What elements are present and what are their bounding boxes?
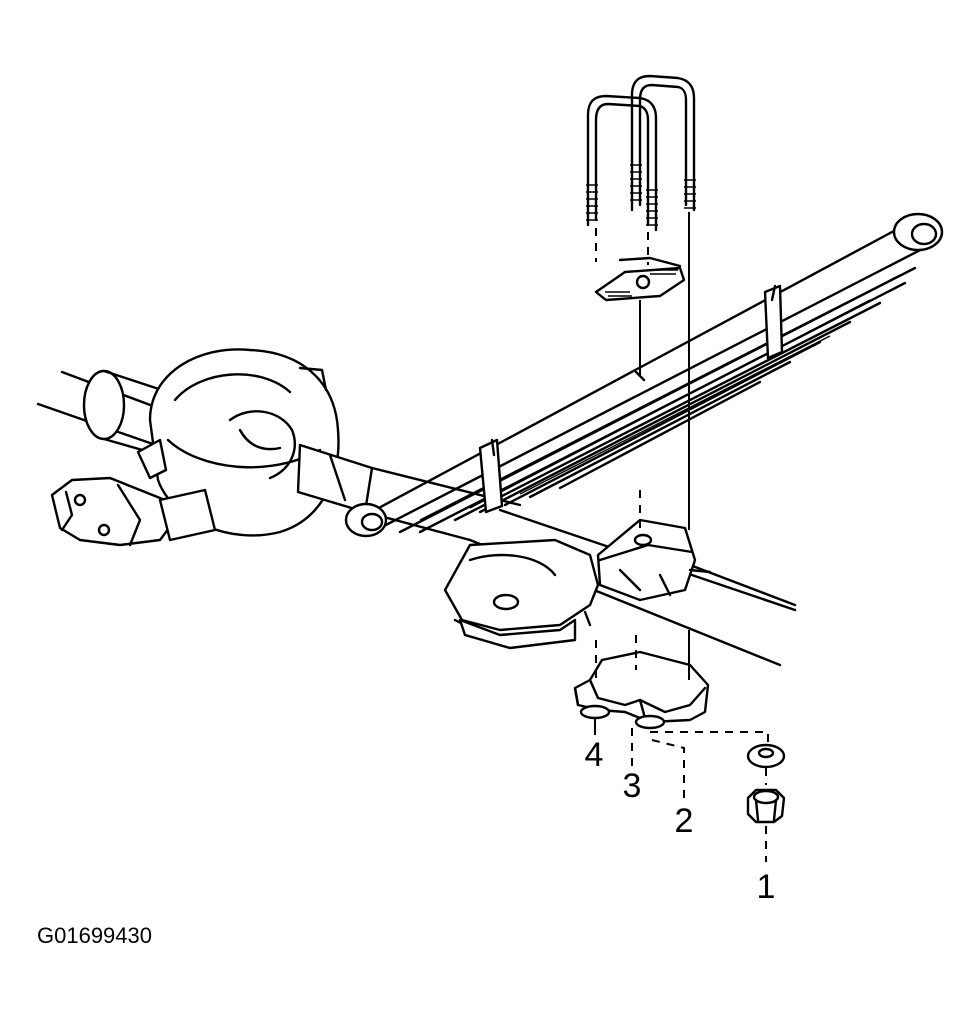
axle-tube-left xyxy=(36,369,187,457)
callout-1: 1 xyxy=(757,868,776,906)
callout-4: 4 xyxy=(585,736,604,774)
lower-u-bolt-plate xyxy=(573,650,710,730)
pinion-yoke xyxy=(50,476,217,547)
leaf-spring-pack xyxy=(344,212,944,538)
assembly-centerlines xyxy=(594,212,769,862)
u-bolts xyxy=(586,74,696,232)
spring-seat xyxy=(443,538,600,650)
differential-housing xyxy=(136,348,340,537)
figure-id-label: G01699430 xyxy=(37,923,152,948)
spacer-block xyxy=(596,518,712,602)
callout-2: 2 xyxy=(675,802,694,840)
u-bolt-plate xyxy=(594,256,686,302)
callout-3: 3 xyxy=(623,767,642,805)
washer-and-nut xyxy=(746,743,786,824)
